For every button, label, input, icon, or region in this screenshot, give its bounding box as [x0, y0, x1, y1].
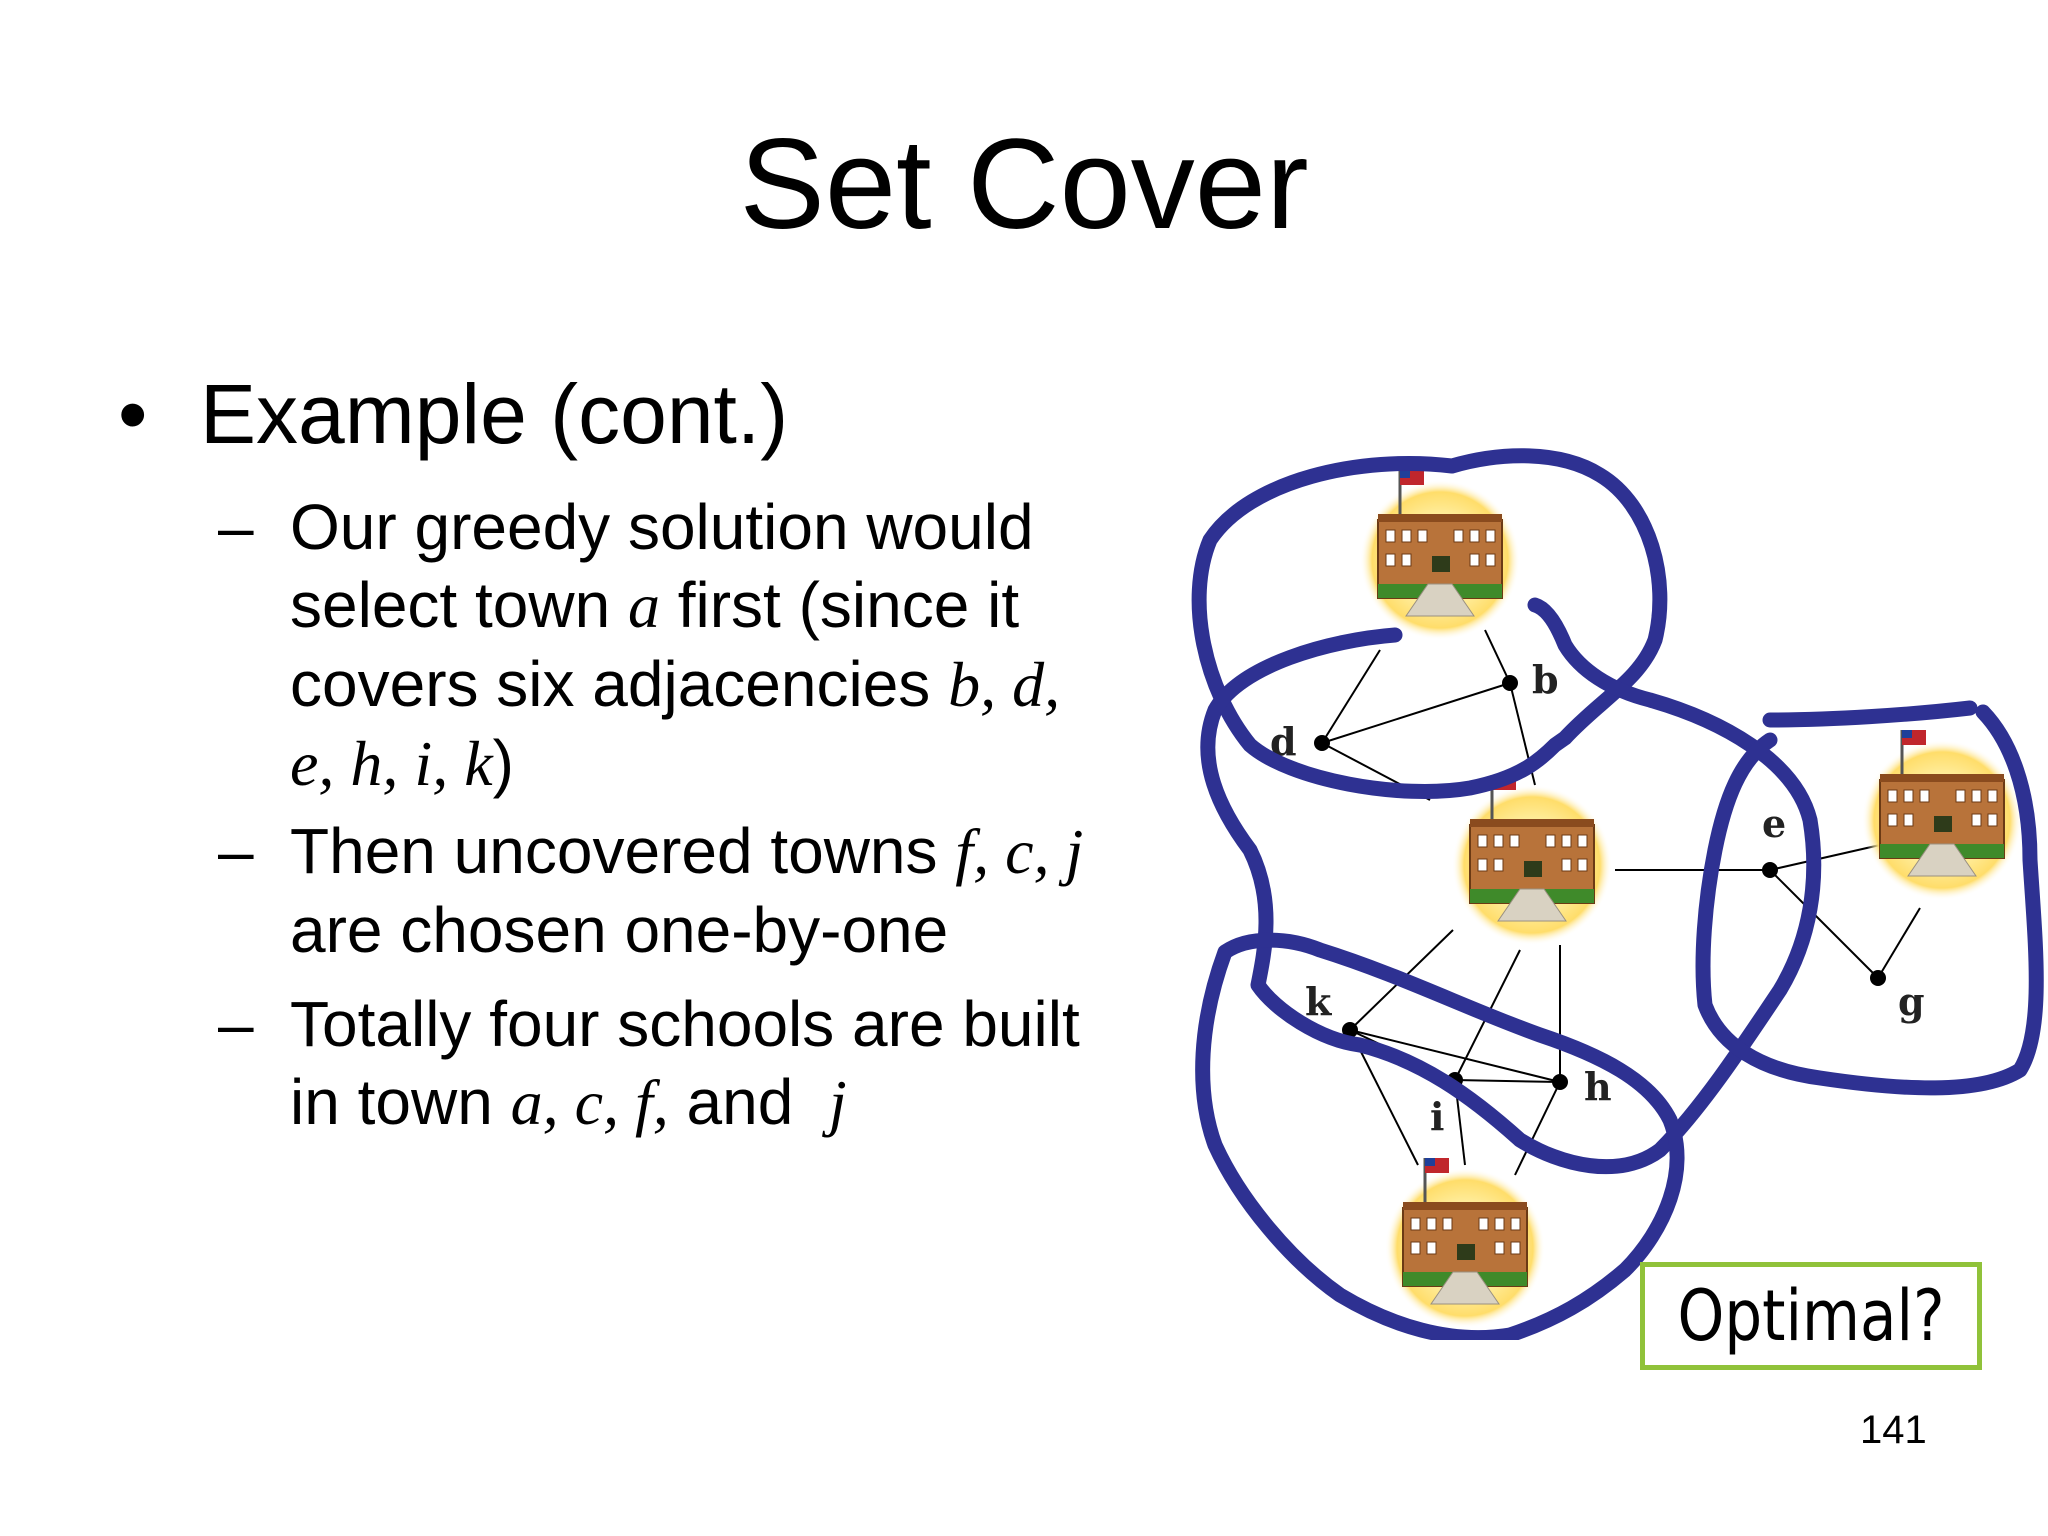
text-segment: select town	[290, 569, 628, 641]
sub-bullet-line: are chosen one-by-one	[290, 891, 1083, 969]
vertex-label-g: g	[1898, 979, 1925, 1024]
sub-bullet-marker: –	[218, 988, 254, 1060]
math-variable: j	[828, 1067, 847, 1138]
math-variable: e, h, i, k	[290, 728, 493, 799]
town-graph-diagram: b d e g h i k	[1191, 448, 2044, 1340]
cover-outline-town-c	[1200, 597, 1822, 1175]
main-bullet-text: Example (cont.)	[200, 367, 789, 461]
vertex-label-e: e	[1762, 801, 1786, 846]
text-segment: Totally four schools are built	[290, 988, 1080, 1060]
text-segment: are chosen one-by-one	[290, 894, 949, 966]
sub-bullet-marker: –	[218, 491, 254, 563]
text-segment: Our greedy solution would	[290, 491, 1034, 563]
text-segment: covers six adjacencies	[290, 648, 949, 720]
text-segment: Then uncovered towns	[290, 815, 956, 887]
page-number: 141	[1860, 1408, 1927, 1452]
math-variable: a, c, f,	[510, 1067, 669, 1138]
school-building-icon	[1860, 728, 2024, 902]
math-variable: f, c, j	[955, 816, 1084, 887]
school-building-icon	[1450, 773, 1614, 947]
sub-bullet-marker: –	[218, 815, 254, 887]
sub-bullet-line: covers six adjacencies b, d,	[290, 645, 1060, 724]
vertex-k	[1342, 1022, 1358, 1038]
vertex-label-b: b	[1532, 657, 1559, 702]
sub-bullet-line: Our greedy solution would	[290, 488, 1060, 566]
vertex-label-h: h	[1584, 1064, 1612, 1109]
vertex-h	[1552, 1074, 1568, 1090]
optimal-callout: Optimal?	[1640, 1262, 1982, 1370]
vertex-label-i: i	[1430, 1094, 1444, 1139]
main-bullet: • Example (cont.)	[118, 367, 789, 461]
vertex-b	[1502, 675, 1518, 691]
school-building-icon	[1358, 468, 1522, 642]
school-building-icon	[1383, 1156, 1547, 1330]
math-variable: b, d,	[948, 649, 1061, 720]
vertex-g	[1870, 970, 1886, 986]
cover-outline-town-a	[1191, 448, 1668, 799]
vertex-d	[1314, 735, 1330, 751]
vertex-e	[1762, 862, 1778, 878]
sub-bullet-line: select town a first (since it	[290, 566, 1060, 645]
sub-bullet-line: Totally four schools are built	[290, 985, 1080, 1063]
school-icons	[1358, 468, 2024, 1330]
vertex-label-k: k	[1305, 979, 1332, 1024]
text-segment: in town	[290, 1066, 511, 1138]
sub-bullet-line: in town a, c, f, and j	[290, 1063, 1080, 1142]
bullet-marker: •	[118, 367, 148, 461]
cover-outline-town-f	[1695, 700, 2044, 1096]
math-variable: a	[627, 570, 660, 641]
slide-title: Set Cover	[739, 113, 1309, 256]
text-segment: first (since it	[659, 569, 1020, 641]
sub-bullet-line: Then uncovered towns f, c, j	[290, 812, 1083, 891]
cover-outlines	[1191, 448, 2044, 1340]
text-segment: )	[492, 727, 514, 799]
text-segment: and	[668, 1066, 829, 1138]
optimal-callout-label: Optimal?	[1677, 1275, 1945, 1357]
sub-bullet-line: e, h, i, k)	[290, 724, 1060, 803]
cover-outline-town-j	[1195, 932, 1685, 1340]
